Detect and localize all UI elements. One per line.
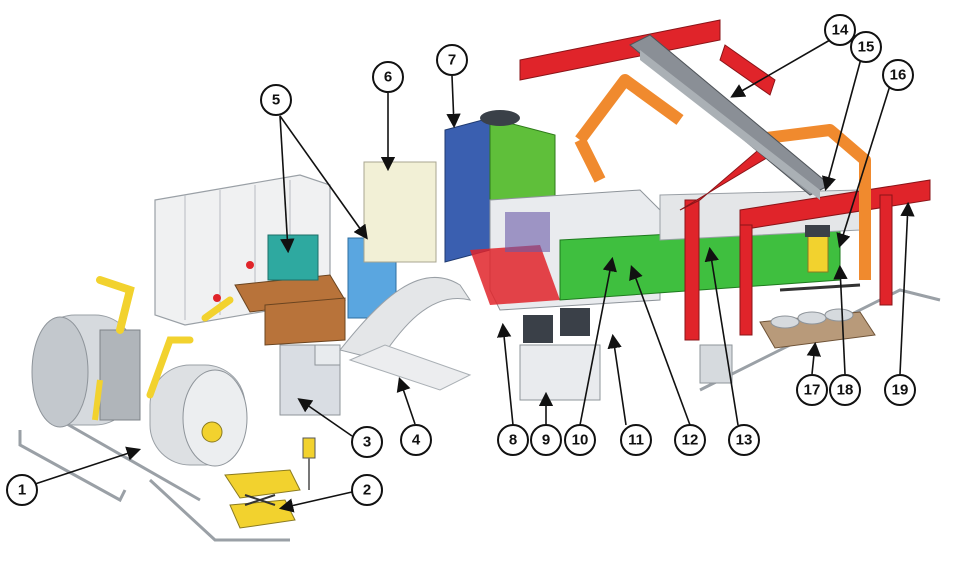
svg-text:18: 18 xyxy=(837,382,854,399)
callout-15: 15 xyxy=(850,31,882,63)
callout-14: 14 xyxy=(824,14,856,46)
robot-gripper xyxy=(779,225,861,292)
svg-text:10: 10 xyxy=(572,432,589,449)
callout-10: 10 xyxy=(564,424,596,456)
svg-text:17: 17 xyxy=(804,382,821,399)
svg-text:15: 15 xyxy=(858,39,875,56)
svg-text:8: 8 xyxy=(509,432,517,449)
svg-text:6: 6 xyxy=(384,69,392,86)
gantry-frame-red xyxy=(519,19,931,341)
control-cabinets xyxy=(347,161,437,319)
svg-text:13: 13 xyxy=(736,432,753,449)
svg-text:5: 5 xyxy=(272,92,280,109)
svg-text:12: 12 xyxy=(682,432,699,449)
output-pallet xyxy=(759,308,876,349)
callout-6: 6 xyxy=(372,61,404,93)
callout-5: 5 xyxy=(260,84,292,116)
callout-1: 1 xyxy=(6,474,38,506)
callout-9: 9 xyxy=(530,424,562,456)
callout-4: 4 xyxy=(400,424,432,456)
straightener-unit xyxy=(201,234,346,416)
steel-strip xyxy=(339,276,472,391)
svg-text:19: 19 xyxy=(892,382,909,399)
svg-text:16: 16 xyxy=(890,67,907,84)
gantry-frame-orange xyxy=(574,74,871,280)
callout-16: 16 xyxy=(882,59,914,91)
callout-13: 13 xyxy=(728,424,760,456)
callout-11: 11 xyxy=(620,424,652,456)
callout-18: 18 xyxy=(829,374,861,406)
leader-lines xyxy=(34,39,915,513)
svg-text:1: 1 xyxy=(18,482,26,499)
svg-text:11: 11 xyxy=(628,432,644,449)
callout-markers: 1 2 3 4 5 6 7 8 9 10 11 12 13 14 15 16 1… xyxy=(6,14,916,506)
svg-text:14: 14 xyxy=(832,22,849,39)
callout-17: 17 xyxy=(796,374,828,406)
callout-12: 12 xyxy=(674,424,706,456)
svg-text:3: 3 xyxy=(363,434,371,451)
svg-text:4: 4 xyxy=(412,432,421,449)
svg-text:7: 7 xyxy=(448,52,456,69)
callout-19: 19 xyxy=(884,374,916,406)
callout-3: 3 xyxy=(351,426,383,458)
coil-station xyxy=(31,276,248,467)
svg-text:2: 2 xyxy=(363,482,371,499)
callout-8: 8 xyxy=(497,424,529,456)
svg-text:9: 9 xyxy=(542,432,550,449)
coil-loader-cart xyxy=(224,437,316,529)
callout-2: 2 xyxy=(351,474,383,506)
operator-console xyxy=(519,308,733,401)
callout-7: 7 xyxy=(436,44,468,76)
